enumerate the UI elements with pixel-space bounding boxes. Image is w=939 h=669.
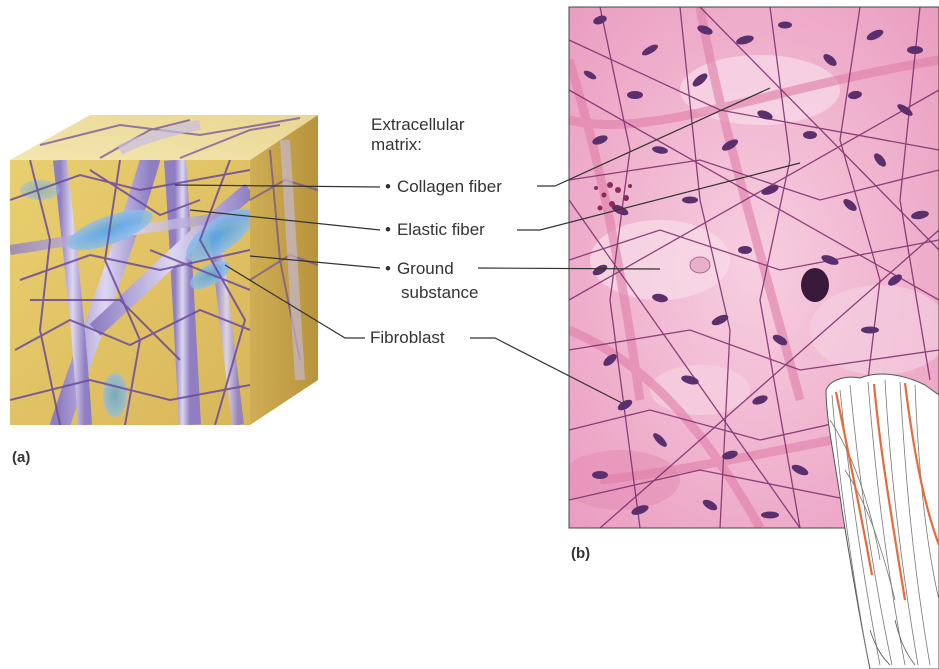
ground-substance-label-line2: substance xyxy=(401,283,479,303)
bullet-marker: • xyxy=(385,220,391,239)
dark-cell xyxy=(801,268,829,302)
connective-tissue-cube xyxy=(10,115,318,425)
panel-a-label: (a) xyxy=(12,449,30,466)
ground-substance-label: •Ground xyxy=(385,259,454,279)
fibroblast-cell xyxy=(103,373,127,417)
bullet-marker: • xyxy=(385,177,391,196)
bullet-marker: • xyxy=(385,259,391,278)
fibroblast-label: Fibroblast xyxy=(370,328,445,348)
extracellular-matrix-heading: Extracellular matrix: xyxy=(371,115,465,155)
collagen-fiber-label: •Collagen fiber xyxy=(385,177,502,197)
collagen-fiber-shape xyxy=(175,160,190,425)
panel-b-label: (b) xyxy=(571,545,590,562)
elastic-fiber-label: •Elastic fiber xyxy=(385,220,485,240)
